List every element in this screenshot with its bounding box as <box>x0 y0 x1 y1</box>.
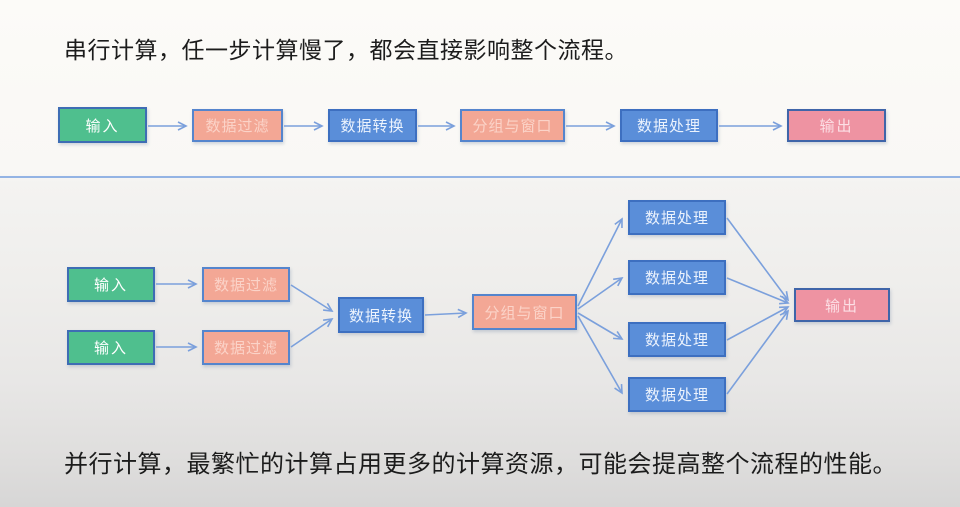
parallel-node-filter-2: 数据过滤 <box>202 330 290 365</box>
serial-node-data-process: 数据处理 <box>620 109 718 142</box>
parallel-node-process-1: 数据处理 <box>628 200 726 235</box>
section-divider <box>0 176 960 178</box>
arrow-filter2-transform <box>290 317 334 348</box>
parallel-node-group-window: 分组与窗口 <box>472 294 577 330</box>
serial-node-group-window: 分组与窗口 <box>460 109 565 142</box>
arrow-process1-output <box>726 217 790 302</box>
parallel-node-data-transform: 数据转换 <box>338 297 424 333</box>
parallel-node-process-3: 数据处理 <box>628 322 726 357</box>
arrow-process4-output <box>726 309 790 395</box>
arrow-filter1-transform <box>290 284 334 312</box>
arrow-group-process4 <box>577 315 623 395</box>
parallel-node-filter-1: 数据过滤 <box>202 267 290 302</box>
serial-node-data-transform: 数据转换 <box>328 109 417 142</box>
parallel-node-input-2: 输入 <box>67 330 155 365</box>
parallel-section-caption: 并行计算，最繁忙的计算占用更多的计算资源，可能会提高整个流程的性能。 <box>64 451 897 478</box>
arrow-process3-output <box>726 306 790 341</box>
arrow-group-process2 <box>577 276 624 310</box>
serial-node-output: 输出 <box>787 109 886 142</box>
serial-node-data-filter: 数据过滤 <box>192 109 283 142</box>
parallel-node-output: 输出 <box>794 288 890 322</box>
serial-node-input: 输入 <box>58 107 147 143</box>
parallel-node-process-4: 数据处理 <box>628 377 726 412</box>
arrow-process2-output <box>726 277 790 305</box>
parallel-node-process-2: 数据处理 <box>628 260 726 295</box>
arrow-group-process3 <box>577 312 624 340</box>
arrow-transform-group <box>424 308 468 319</box>
arrow-group-process1 <box>577 217 623 307</box>
serial-section-title: 串行计算，任一步计算慢了，都会直接影响整个流程。 <box>64 37 628 63</box>
parallel-node-input-1: 输入 <box>67 267 155 302</box>
